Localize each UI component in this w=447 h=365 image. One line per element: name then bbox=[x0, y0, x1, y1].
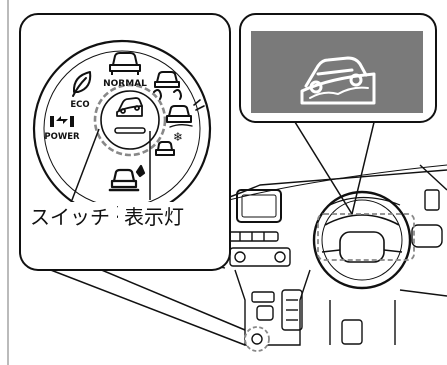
indicator-label-bg bbox=[118, 202, 190, 230]
switch-leader-line bbox=[71, 128, 100, 201]
mode-label-power: POWER bbox=[44, 132, 80, 142]
hill-descent-icon bbox=[300, 56, 376, 105]
snowflake-icon: ❄ bbox=[173, 130, 183, 144]
switch-label-bg bbox=[25, 202, 117, 230]
selector-knob-small bbox=[251, 333, 263, 345]
display-callout-line bbox=[351, 113, 377, 215]
mode-label-eco: ECO bbox=[70, 100, 89, 110]
car-rock-icon bbox=[108, 164, 146, 192]
center-switch-highlight bbox=[93, 83, 167, 157]
display-callout-line bbox=[289, 113, 353, 215]
car-sand-icon bbox=[153, 71, 182, 100]
car-snow-icon bbox=[155, 141, 175, 156]
hill-descent-icon bbox=[116, 97, 143, 117]
power-mode-icon bbox=[50, 116, 74, 127]
selector-callout-line bbox=[91, 265, 246, 331]
cluster-highlight bbox=[317, 213, 415, 261]
center-switch[interactable] bbox=[100, 90, 160, 150]
selector-location-highlight bbox=[244, 326, 270, 352]
car-front-icon bbox=[109, 52, 141, 75]
selector-callout-line bbox=[29, 261, 246, 346]
indicator-label: 表示灯 bbox=[124, 205, 184, 229]
indicator-lamp bbox=[114, 127, 146, 134]
car-mud-icon bbox=[166, 99, 205, 128]
mode-label-normal: NORMAL bbox=[103, 79, 147, 89]
leaf-icon bbox=[72, 71, 92, 97]
switch-label: スイッチ bbox=[30, 205, 110, 229]
